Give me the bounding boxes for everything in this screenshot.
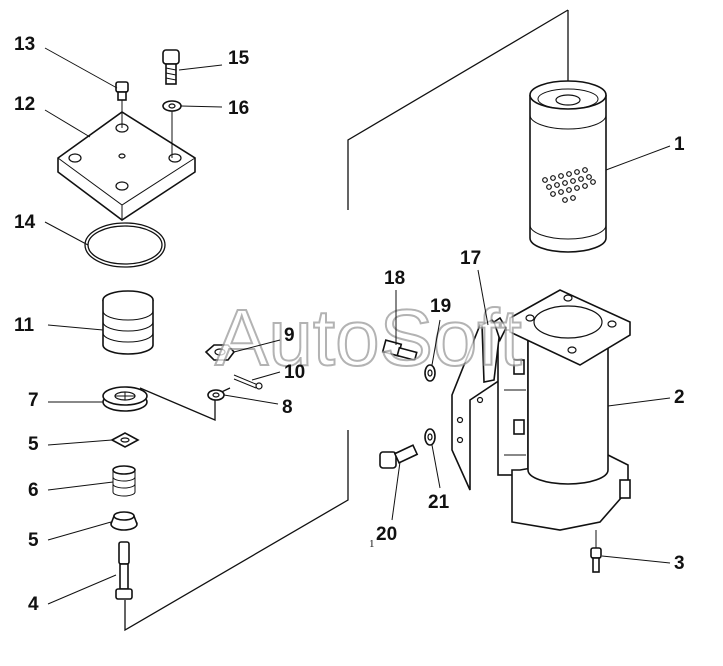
callout-12: 12 [14, 94, 35, 115]
callout-13: 13 [14, 34, 35, 55]
cotter-pin-part [233, 374, 263, 390]
callout-14: 14 [14, 212, 36, 233]
callout-15: 15 [228, 48, 250, 69]
spring-part [102, 290, 154, 355]
fitting-part [381, 339, 418, 362]
callout-4: 4 [28, 594, 39, 615]
o-ring-part [84, 222, 166, 268]
callout-11: 11 [14, 315, 35, 336]
callout-8: 8 [282, 397, 293, 418]
callout-1: 1 [674, 134, 685, 155]
long-bolt-part [162, 49, 180, 85]
callout-19: 19 [430, 296, 451, 317]
callout-5-upper: 5 [28, 434, 39, 455]
callout-2: 2 [674, 387, 685, 408]
callout-21: 21 [428, 492, 450, 513]
callout-5-lower: 5 [28, 530, 39, 551]
lock-washer-part [424, 428, 436, 446]
watermark-text: AutoSoft [215, 293, 522, 382]
small-washer-part [207, 389, 225, 401]
sealing-washer-part [424, 364, 436, 382]
filter-housing-part [451, 289, 631, 531]
leader-lines [44, 47, 671, 605]
valve-upper-part [110, 432, 140, 448]
callout-20-mark: 1 [369, 538, 375, 550]
callout-9: 9 [284, 325, 295, 346]
callout-labels: 1 2 3 4 5 5 6 7 8 9 10 11 12 13 14 15 16… [14, 34, 685, 615]
callout-3: 3 [674, 553, 685, 574]
lever-part [481, 316, 507, 383]
valve-lower-part [110, 511, 138, 531]
callout-16: 16 [228, 98, 249, 119]
callout-17: 17 [460, 248, 481, 269]
valve-seat-part [102, 386, 148, 412]
washer-part [162, 100, 182, 158]
cover-plate-part [57, 111, 196, 221]
callout-20: 20 [376, 524, 397, 545]
callout-18: 18 [384, 268, 405, 289]
drain-plug-part [590, 530, 602, 573]
stud-part [115, 541, 133, 600]
filter-element-part [529, 80, 607, 253]
callout-10: 10 [284, 362, 305, 383]
mounting-bolt-part [379, 444, 419, 469]
callout-7: 7 [28, 390, 39, 411]
filter-perforation-holes [542, 167, 596, 203]
small-spring-part [112, 465, 136, 497]
callout-6: 6 [28, 480, 39, 501]
